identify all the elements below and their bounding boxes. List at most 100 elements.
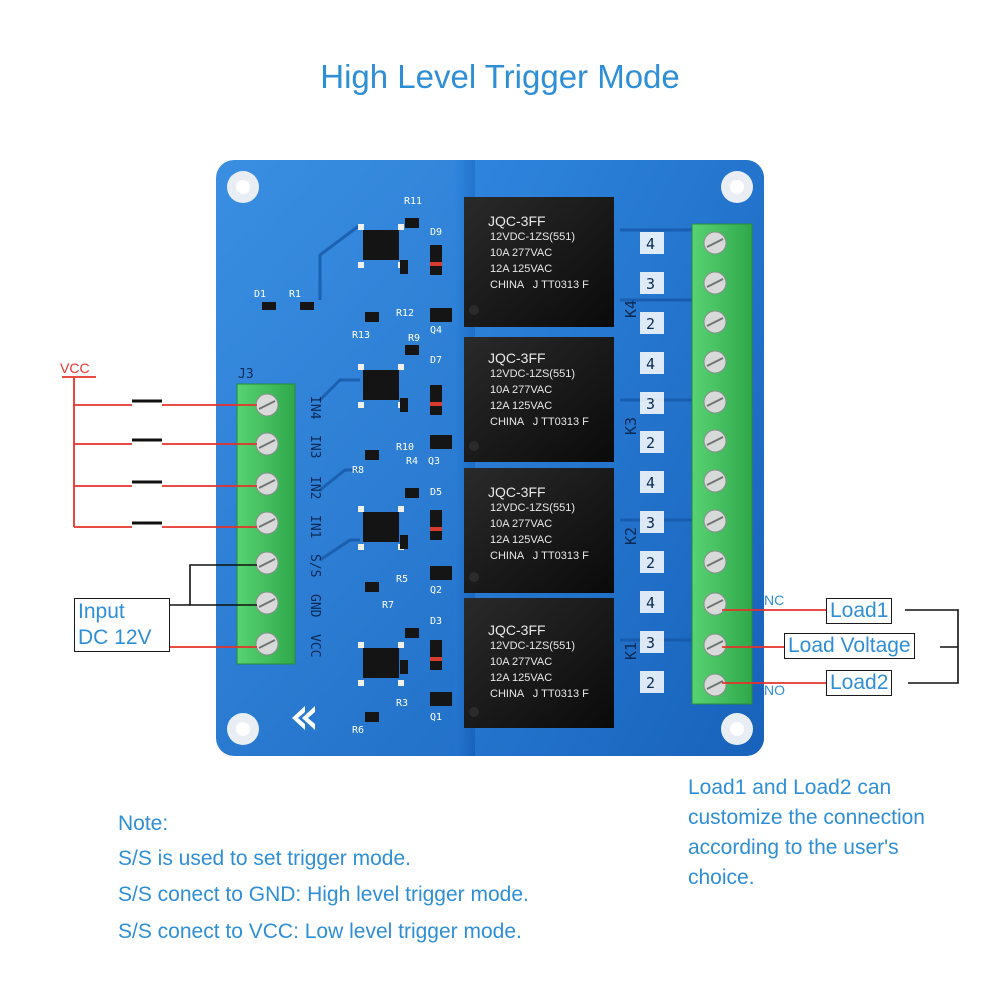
load-wiring [722, 609, 826, 684]
board-label-d5: D5 [430, 487, 443, 498]
pin-label-in4: IN4 [307, 396, 322, 420]
push-button [132, 399, 162, 525]
note-line: S/S conect to VCC: Low level trigger mod… [118, 920, 522, 943]
terminal-number: 2 [646, 315, 656, 333]
relay-origin-text: CHINA J [490, 279, 539, 291]
nc-label: NC [764, 592, 785, 608]
relay-origin: CHINA J TT0313 F [468, 414, 610, 430]
input-header-label: J3 [238, 367, 254, 382]
board-label-r8: R8 [352, 465, 365, 476]
relay-code: TT0313 F [541, 550, 589, 562]
board-logo [292, 706, 315, 730]
vcc-wiring [62, 376, 257, 648]
relay-rating: 12A 125VAC [490, 400, 553, 412]
optocoupler [363, 512, 399, 542]
load-voltage-label: Load Voltage [784, 633, 915, 659]
terminal-number: 2 [646, 674, 656, 692]
relay-origin-text: CHINA J [490, 688, 539, 700]
terminal-number: 4 [646, 355, 656, 373]
optocoupler [363, 230, 399, 260]
relay [464, 468, 614, 593]
load-note-line: customize the connection [688, 806, 925, 829]
relay-origin: CHINA J TT0313 F [468, 277, 610, 293]
relay-model: JQC-3FF [488, 484, 546, 500]
board-label-q2: Q2 [430, 585, 443, 596]
diode [430, 510, 442, 540]
diode [430, 245, 442, 275]
terminal-number: 4 [646, 594, 656, 612]
board-label-r4: R4 [406, 456, 419, 467]
relay-rating: 10A 277VAC [490, 656, 553, 668]
board-label-r5: R5 [396, 574, 409, 585]
relay-label-4: JQC-3FF 12VDC-1ZS(551) 10A 277VAC 12A 12… [468, 622, 610, 702]
relay-rating: 12A 125VAC [490, 672, 553, 684]
transistors [430, 308, 452, 706]
relay-origin: CHINA J TT0313 F [468, 548, 610, 564]
board-label-q3: Q3 [428, 456, 441, 467]
board-label-r12: R12 [396, 308, 415, 319]
relay-origin-text: CHINA J [490, 550, 539, 562]
relay-origin-text: CHINA J [490, 416, 539, 428]
board-label-d1: D1 [254, 289, 267, 300]
terminal-number: 2 [646, 434, 656, 452]
relay-code: TT0313 F [541, 279, 589, 291]
relay-code: TT0313 F [541, 688, 589, 700]
vcc-label: VCC [60, 360, 90, 376]
output-terminal-block [640, 223, 753, 705]
no-label: NO [764, 682, 785, 698]
relay-coil: 12VDC-1ZS(551) [490, 502, 575, 514]
mounting-hole [721, 171, 753, 203]
pin-label-gnd: GND [307, 594, 322, 618]
relay-rating: 12A 125VAC [490, 534, 553, 546]
channel-label-k1: K1 [622, 641, 640, 660]
optocoupler [363, 370, 399, 400]
note-line: S/S is used to set trigger mode. [118, 847, 411, 870]
input-dc-label: Input DC 12V [74, 598, 170, 652]
terminal-number: 3 [646, 634, 656, 652]
terminal-number: 3 [646, 514, 656, 532]
terminal-number: 3 [646, 395, 656, 413]
input-label-line1: Input [78, 600, 125, 623]
terminal-number: 4 [646, 235, 656, 253]
board-label-d9: D9 [430, 227, 443, 238]
load-note-line: according to the user's [688, 836, 899, 859]
relay-coil: 12VDC-1ZS(551) [490, 231, 575, 243]
input-label-line2: DC 12V [78, 626, 152, 649]
relay-origin: CHINA J TT0313 F [468, 686, 610, 702]
terminal-number: 4 [646, 474, 656, 492]
board-label-q1: Q1 [430, 712, 443, 723]
note-line: S/S conect to GND: High level trigger mo… [118, 883, 529, 906]
board-label-r11: R11 [404, 196, 423, 207]
input-terminal-block [236, 383, 296, 665]
relay [464, 598, 614, 728]
pin-label-ss: S/S [307, 554, 322, 578]
note-heading: Note: [118, 812, 169, 835]
diode [430, 640, 442, 670]
board-label-r9: R9 [408, 333, 421, 344]
relay-label-1: JQC-3FF 12VDC-1ZS(551) 10A 277VAC 12A 12… [468, 213, 610, 293]
board-label-r6: R6 [352, 725, 365, 736]
board-label-r1: R1 [289, 289, 302, 300]
resistors [262, 218, 419, 722]
board-label-r3: R3 [396, 698, 409, 709]
board-label-r10: R10 [396, 442, 415, 453]
pin-label-in1: IN1 [307, 515, 322, 539]
relay [464, 197, 614, 327]
relay-rating: 10A 277VAC [490, 247, 553, 259]
relay-rating: 10A 277VAC [490, 384, 553, 396]
load-bus [905, 609, 959, 684]
relay-label-2: JQC-3FF 12VDC-1ZS(551) 10A 277VAC 12A 12… [468, 350, 610, 430]
channel-label-k2: K2 [622, 526, 640, 545]
relay-code: TT0313 F [541, 416, 589, 428]
optocoupler [363, 648, 399, 678]
board-label-d7: D7 [430, 355, 443, 366]
channel-label-k4: K4 [622, 299, 640, 318]
relay-model: JQC-3FF [488, 350, 546, 366]
board-label-r7: R7 [382, 600, 395, 611]
terminal-number: 3 [646, 275, 656, 293]
load-note-line: choice. [688, 866, 755, 889]
terminal-number: 2 [646, 554, 656, 572]
relay-model: JQC-3FF [488, 213, 546, 229]
board-label-q4: Q4 [430, 325, 443, 336]
